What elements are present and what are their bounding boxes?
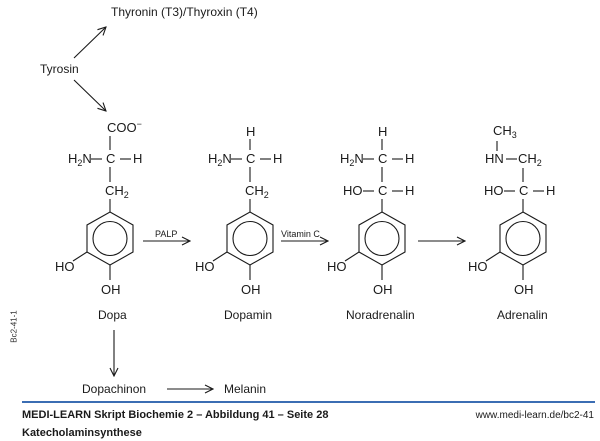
footer-divider — [22, 401, 595, 403]
svg-text:HO: HO — [327, 259, 347, 274]
svg-text:H: H — [246, 124, 255, 139]
svg-text:C: C — [246, 151, 255, 166]
svg-text:CH2: CH2 — [518, 151, 542, 168]
svg-text:H: H — [546, 183, 555, 198]
svg-text:OH: OH — [241, 282, 261, 297]
molecule-noradrenalin: H H2N C H HO C H HO OH Noradrenalin — [327, 124, 415, 322]
svg-text:H: H — [405, 151, 414, 166]
svg-text:OH: OH — [373, 282, 393, 297]
svg-text:H: H — [378, 124, 387, 139]
svg-text:HO: HO — [55, 259, 75, 274]
adrenalin-label: Adrenalin — [497, 308, 548, 322]
svg-text:H2N: H2N — [68, 151, 92, 168]
dopachinon-label: Dopachinon — [82, 382, 146, 396]
svg-text:C: C — [378, 183, 387, 198]
svg-text:HN: HN — [485, 151, 504, 166]
vitamin-c-label: Vitamin C — [281, 229, 320, 239]
svg-text:CH2: CH2 — [105, 183, 129, 200]
footer-title: MEDI-LEARN Skript Biochemie 2 – Abbildun… — [22, 409, 329, 421]
molecule-adrenalin: CH3 HN CH2 HO C H HO OH Adrenalin — [468, 123, 555, 322]
noradrenalin-label: Noradrenalin — [346, 308, 415, 322]
svg-text:HO: HO — [195, 259, 215, 274]
tyrosin-label: Tyrosin — [40, 62, 79, 76]
svg-text:H: H — [273, 151, 282, 166]
svg-text:HO: HO — [343, 183, 363, 198]
arrow-tyrosin-dopa — [73, 79, 106, 111]
melanin-label: Melanin — [224, 382, 266, 396]
svg-text:HO: HO — [468, 259, 488, 274]
svg-text:C: C — [106, 151, 115, 166]
svg-text:CH2: CH2 — [245, 183, 269, 200]
svg-text:H2N: H2N — [208, 151, 232, 168]
svg-text:CH3: CH3 — [493, 123, 517, 140]
svg-text:H2N: H2N — [340, 151, 364, 168]
arrow-tyrosin-thyronin — [73, 27, 106, 59]
svg-text:OH: OH — [514, 282, 534, 297]
svg-text:H: H — [405, 183, 414, 198]
footer-url-link[interactable]: www.medi-learn.de/bc2-41 — [475, 410, 594, 421]
figure-code: Bc2-41-1 — [9, 310, 19, 343]
svg-text:COO−: COO− — [107, 119, 142, 135]
dopa-label: Dopa — [98, 308, 127, 322]
svg-text:OH: OH — [101, 282, 121, 297]
footer-subtitle: Katecholaminsynthese — [22, 427, 142, 439]
molecule-dopamin: H H2N C H CH2 HO OH Dopamin — [195, 124, 282, 322]
svg-text:C: C — [519, 183, 528, 198]
palp-label: PALP — [155, 229, 177, 239]
molecule-dopa: COO− H2N C H CH2 HO OH Dopa — [55, 119, 142, 322]
thyronin-label: Thyronin (T3)/Thyroxin (T4) — [111, 5, 258, 19]
svg-text:H: H — [133, 151, 142, 166]
svg-text:HO: HO — [484, 183, 504, 198]
svg-text:C: C — [378, 151, 387, 166]
dopamin-label: Dopamin — [224, 308, 272, 322]
